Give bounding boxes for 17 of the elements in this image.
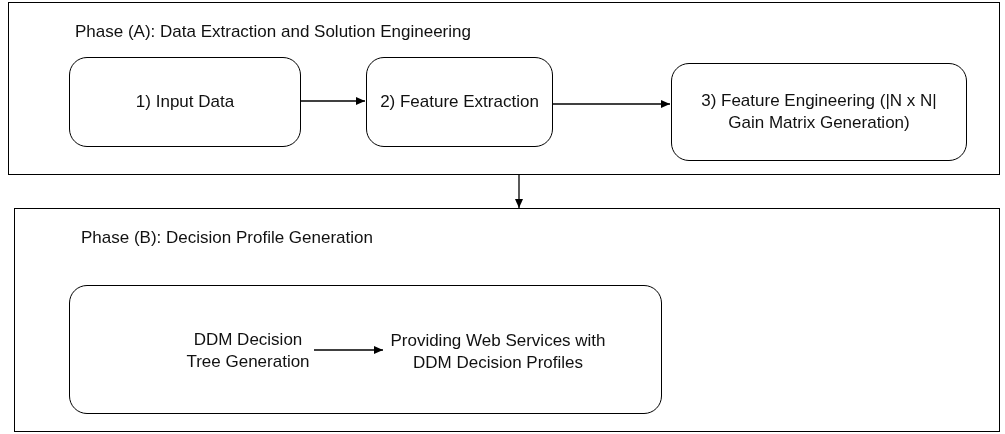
arrow — [515, 174, 523, 209]
phase-panel — [14, 208, 1000, 432]
process-box — [69, 285, 662, 414]
box-label: 2) Feature Extraction — [380, 90, 539, 113]
process-box — [366, 57, 553, 147]
arrow — [313, 346, 384, 354]
phase-heading: Phase (B): Decision Profile Generation — [81, 227, 373, 249]
arrow — [299, 97, 366, 105]
process-box — [69, 57, 301, 147]
phase-heading: Phase (A): Data Extraction and Solution Engineering — [75, 21, 471, 43]
step-text: DDM Decision Tree Generation — [185, 328, 311, 373]
box-label: 1) Input Data — [135, 90, 235, 113]
box-label: 3) Feature Engineering (|N x N| Gain Matrix Generation) — [700, 89, 938, 134]
step-text: Providing Web Services with DDM Decision Profiles — [389, 329, 607, 374]
process-box — [671, 63, 967, 161]
phase-panel — [8, 2, 1000, 175]
arrow — [551, 100, 671, 108]
